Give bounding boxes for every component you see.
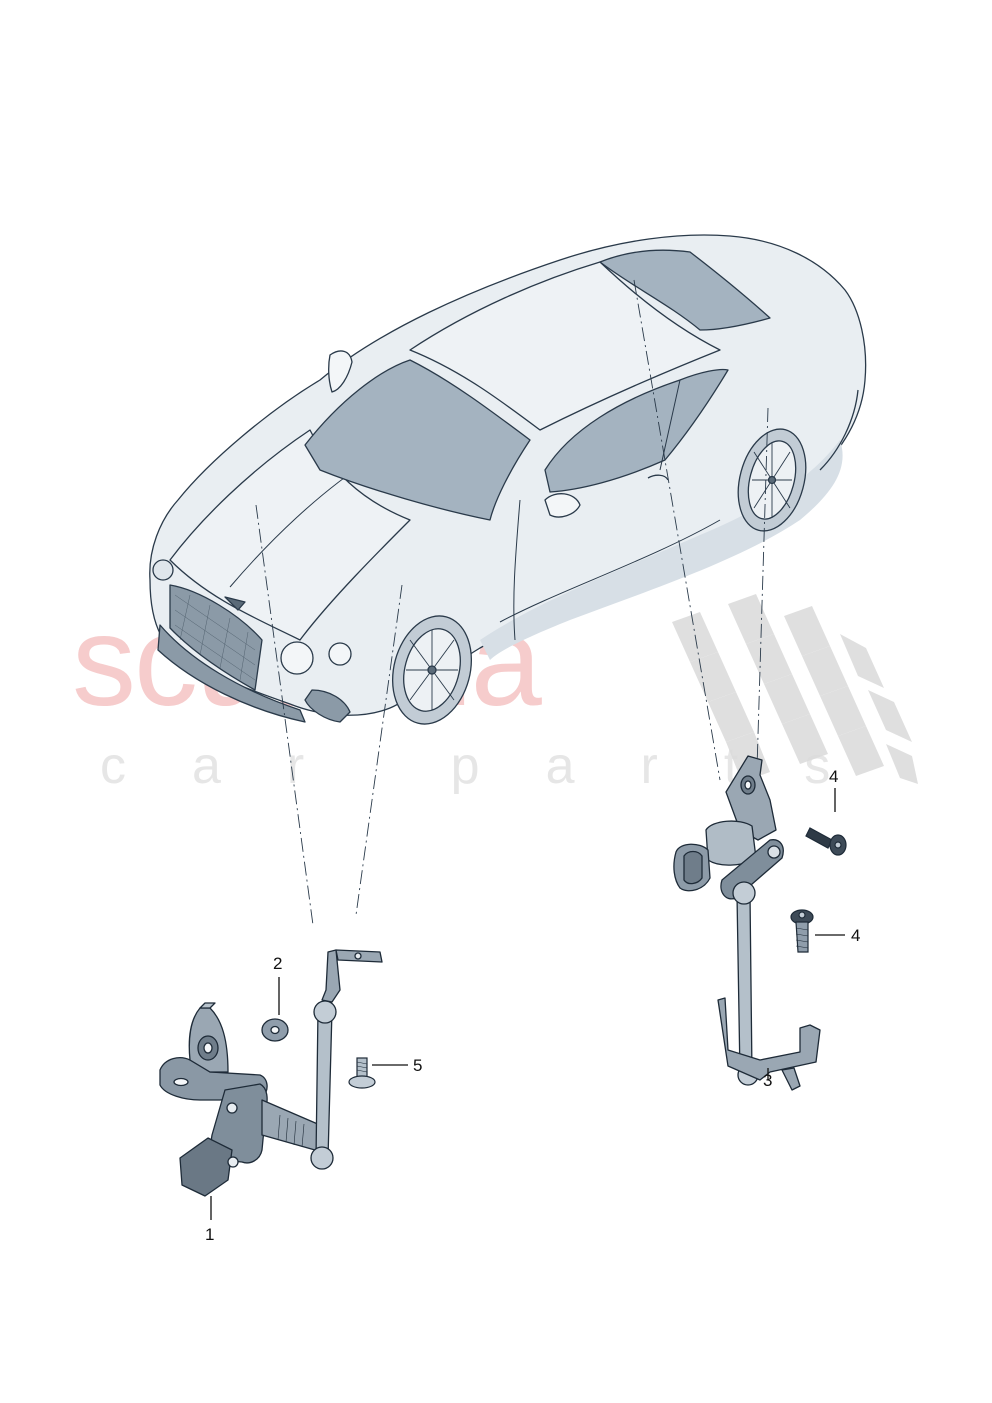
screw-lower xyxy=(790,909,814,953)
checkered-flag-watermark xyxy=(672,594,918,784)
callout-2: 2 xyxy=(273,954,283,973)
front-level-sensor xyxy=(159,949,383,1197)
screw-upper xyxy=(805,827,847,856)
rear-level-sensor xyxy=(673,755,821,1091)
callout-3: 3 xyxy=(763,1071,773,1090)
callout-1: 1 xyxy=(205,1225,215,1244)
callout-5: 5 xyxy=(413,1056,423,1075)
car-illustration xyxy=(149,234,867,725)
callout-leaders xyxy=(210,788,845,1220)
bolt xyxy=(348,1057,376,1089)
watermark-tagline: car parts xyxy=(100,737,897,795)
callout-4-lower: 4 xyxy=(851,926,861,945)
washer-nut xyxy=(261,1018,289,1042)
callout-4-upper: 4 xyxy=(829,767,839,786)
guide-lines xyxy=(255,279,769,926)
